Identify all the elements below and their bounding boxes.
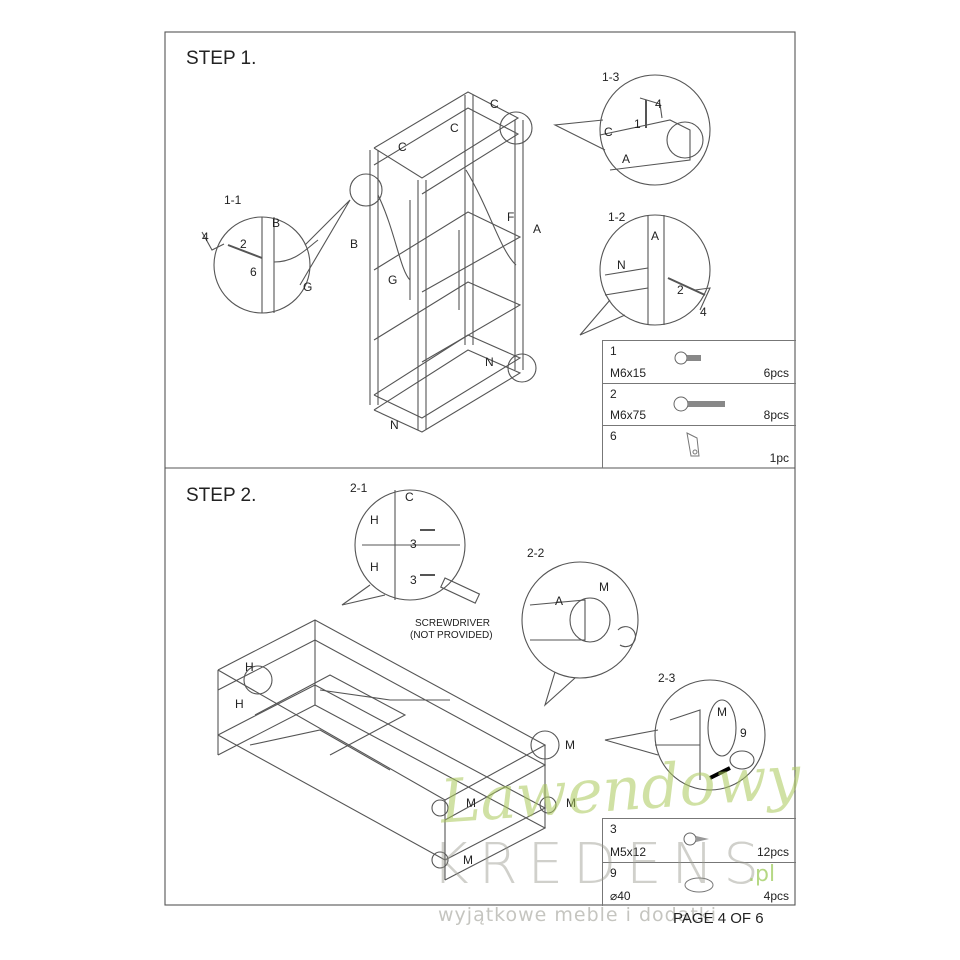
part-number: 1 — [610, 344, 617, 358]
part-size: M5x12 — [610, 845, 647, 859]
step2-parts-table: 3 M5x12 12pcs 9 ⌀40 4pcs — [602, 818, 796, 906]
detail-label-m: M — [717, 705, 727, 719]
felt-pad-icon — [684, 877, 714, 893]
detail-1-2 — [579, 214, 711, 336]
detail-label-6: 6 — [250, 265, 257, 279]
detail-label-c: C — [604, 125, 613, 139]
part-label-g: G — [388, 273, 398, 287]
part-size: M6x75 — [610, 408, 647, 422]
part-label-h: H — [245, 660, 254, 674]
step2-title: STEP 2. — [186, 485, 257, 506]
watermark-tld: .pl — [748, 862, 776, 887]
bracket-icon — [686, 432, 700, 457]
screw-icon — [683, 832, 709, 846]
detail-label-g: G — [303, 280, 313, 294]
detail-2-2 — [521, 561, 639, 707]
detail-1-3 — [553, 74, 711, 186]
part-quantity: 12pcs — [756, 845, 789, 859]
detail-2-3-label: 2-3 — [658, 671, 676, 685]
parts-row: 3 M5x12 12pcs — [603, 819, 796, 863]
detail-label-h: H — [370, 560, 379, 574]
short-bolt-icon — [674, 351, 701, 365]
screwdriver-note-2: (NOT PROVIDED) — [410, 630, 493, 641]
part-label-a: A — [533, 222, 542, 236]
part-label-m: M — [463, 853, 473, 867]
part-number: 3 — [610, 822, 617, 836]
detail-label-9: 9 — [740, 726, 747, 740]
detail-label-3: 3 — [410, 573, 417, 587]
detail-label-n: N — [617, 258, 626, 272]
detail-2-2-label: 2-2 — [527, 546, 545, 560]
part-label-c: C — [490, 97, 499, 111]
part-quantity: 8pcs — [763, 408, 789, 422]
detail-label-1: 1 — [634, 117, 641, 131]
detail-2-1-label: 2-1 — [350, 481, 368, 495]
part-label-n: N — [390, 418, 399, 432]
detail-1-1 — [201, 199, 351, 314]
detail-label-h: H — [370, 513, 379, 527]
detail-label-4: 4 — [700, 305, 707, 319]
parts-row: 1 M6x15 6pcs — [603, 341, 796, 384]
part-label-m: M — [466, 796, 476, 810]
part-number: 6 — [610, 429, 617, 443]
step1-title: STEP 1. — [186, 48, 257, 69]
parts-row: 9 ⌀40 4pcs — [603, 863, 796, 906]
parts-row: 2 M6x75 8pcs — [603, 384, 796, 426]
watermark-tagline: wyjątkowe meble i dodatki — [438, 904, 718, 926]
detail-label-b: B — [272, 216, 281, 230]
detail-label-3: 3 — [410, 537, 417, 551]
part-number: 2 — [610, 387, 617, 401]
detail-2-1 — [341, 489, 481, 606]
part-size: M6x15 — [610, 366, 647, 380]
detail-label-4: 4 — [655, 97, 662, 111]
detail-label-2: 2 — [677, 283, 684, 297]
part-label-m: M — [566, 796, 576, 810]
part-quantity: 1pc — [769, 451, 789, 465]
step1-frame-drawing — [349, 91, 537, 433]
detail-label-m: M — [599, 580, 609, 594]
part-size: ⌀40 — [610, 889, 631, 903]
part-label-f: F — [507, 210, 515, 224]
detail-1-1-label: 1-1 — [224, 193, 242, 207]
part-label-b: B — [350, 237, 359, 251]
parts-row: 6 1pc — [603, 426, 796, 468]
part-label-n: N — [485, 355, 494, 369]
part-number: 9 — [610, 866, 617, 880]
screwdriver-note: SCREWDRIVER — [415, 618, 491, 629]
detail-label-4: 4 — [202, 230, 209, 244]
watermark-brand: KREDENS — [432, 832, 769, 897]
detail-2-3 — [604, 679, 766, 791]
detail-label-a: A — [651, 229, 660, 243]
detail-label-a: A — [622, 152, 631, 166]
step2-frame-drawing — [217, 619, 560, 881]
page-number: PAGE 4 OF 6 — [673, 910, 764, 927]
step1-parts-table: 1 M6x15 6pcs 2 M6x75 8pcs 6 1pc — [602, 340, 796, 468]
detail-label-2: 2 — [240, 237, 247, 251]
detail-1-3-label: 1-3 — [602, 70, 620, 84]
part-label-c: C — [398, 140, 407, 154]
part-label-c: C — [450, 121, 459, 135]
long-bolt-icon — [673, 396, 725, 412]
part-label-m: M — [565, 738, 575, 752]
detail-label-a: A — [555, 594, 564, 608]
detail-label-c: C — [405, 490, 414, 504]
part-quantity: 4pcs — [763, 889, 789, 903]
part-quantity: 6pcs — [763, 366, 789, 380]
part-label-h: H — [235, 697, 244, 711]
detail-1-2-label: 1-2 — [608, 210, 626, 224]
